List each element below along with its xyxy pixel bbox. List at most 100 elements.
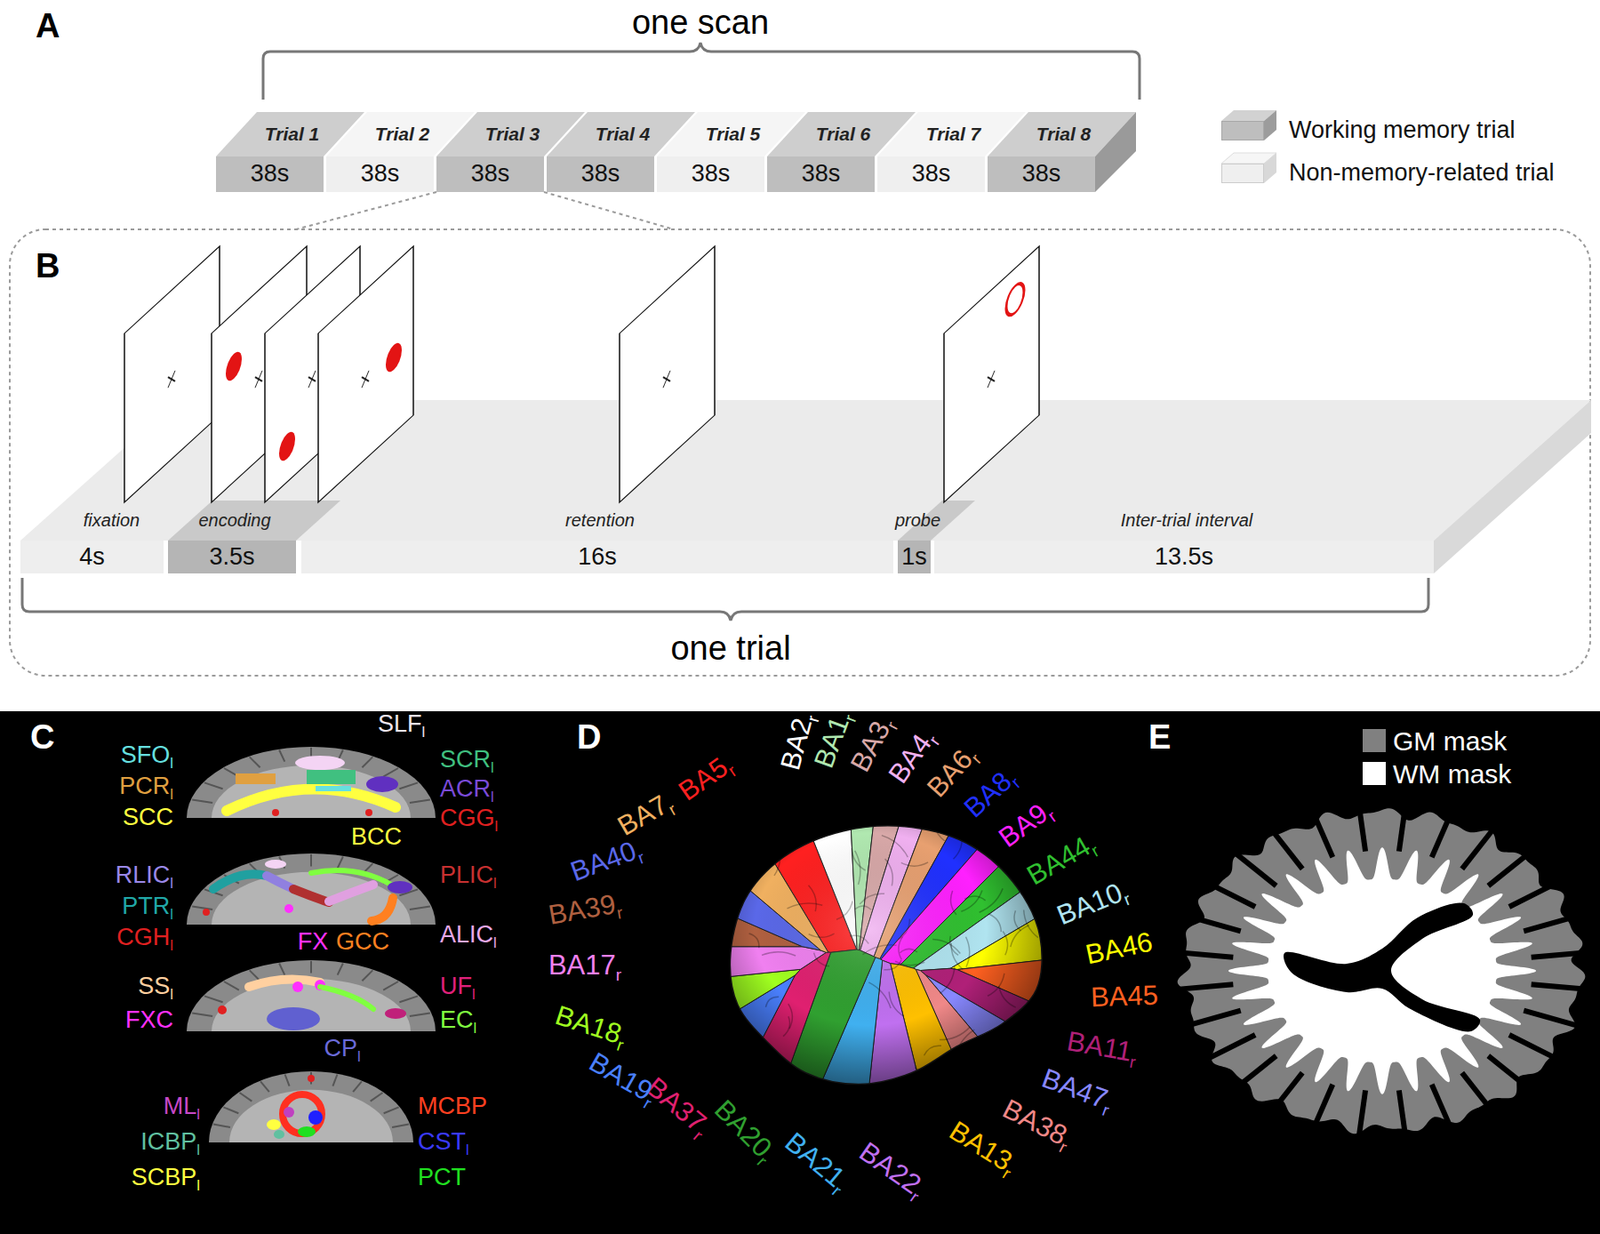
tract [308, 1110, 323, 1125]
label-group: GCC [336, 928, 390, 956]
phase-block: probe1s [897, 540, 931, 574]
sulcus [399, 782, 418, 789]
zoom-line [296, 192, 437, 230]
brodmann-label: BA47 [1038, 1062, 1112, 1115]
block-heading: Trial 4 [595, 123, 650, 144]
duration-label: 38s [581, 160, 621, 188]
fixation-cross [663, 370, 671, 388]
white-matter [211, 978, 411, 1032]
legend-swatch [1362, 728, 1386, 752]
label-group: CGGl [440, 805, 498, 832]
panel-letter: E [1148, 718, 1171, 756]
sulcus-gap [1312, 1084, 1333, 1129]
label-group: BA10r [1052, 875, 1132, 931]
label-group: BA18r [552, 1000, 632, 1052]
gyrus-fold [952, 1060, 971, 1067]
block-heading: Trial 3 [485, 123, 540, 144]
tract-label: SCR [440, 745, 491, 773]
scan-bracket [263, 42, 1140, 100]
block-heading: fixation [83, 510, 140, 530]
fixation-cross [255, 370, 263, 388]
tract [297, 1126, 316, 1137]
subscript: l [169, 905, 174, 923]
label-group: BA20r [708, 1094, 782, 1168]
subscript: l [169, 874, 174, 892]
sulcus [384, 1106, 400, 1113]
gyrus-fold [757, 1069, 784, 1081]
sulcus-gap [1399, 1089, 1406, 1137]
sulcus [213, 1124, 231, 1128]
sulcus [223, 1106, 239, 1113]
brain-shading [729, 825, 1042, 1085]
brodmann-label: BA7 [612, 788, 673, 842]
legend-swatch [1221, 163, 1264, 184]
swatch-side-face [1264, 110, 1277, 141]
subscript: r [616, 965, 622, 984]
trial-block: Trial 338s [436, 156, 544, 192]
tract-label: MCBP [417, 1092, 488, 1120]
tract [266, 1007, 320, 1031]
subscript: l [490, 759, 495, 776]
cortex [186, 746, 436, 818]
sulcus [399, 995, 418, 1002]
block-heading: encoding [198, 510, 271, 530]
sulcus [204, 995, 224, 1002]
sulcus-gap [1205, 1034, 1256, 1060]
fixation-cross [361, 370, 369, 388]
label-group: A [35, 8, 60, 46]
swatch-side-face [1264, 152, 1277, 184]
gyrus-fold [1003, 1048, 1039, 1053]
label-group: one scan [632, 4, 769, 42]
label-group: ICBPl [140, 1128, 200, 1156]
label-group: PTRl [121, 893, 174, 920]
tract-label: SCC [122, 803, 174, 831]
fixation-cross [168, 370, 176, 388]
brain-slice [208, 1071, 414, 1143]
tract-label: RLIC [115, 861, 171, 888]
tract [295, 755, 345, 770]
sulcus [370, 1092, 384, 1102]
screen-frame [318, 246, 414, 503]
brodmann-label: BA2 [774, 714, 818, 774]
tract [284, 904, 294, 913]
block-heading: Trial 5 [705, 123, 760, 144]
tract [328, 884, 374, 902]
sulcus [192, 800, 213, 804]
label-group: BA5r [673, 748, 739, 807]
brodmann-label: BA18 [552, 999, 626, 1050]
tract [384, 1008, 407, 1019]
sulcus [239, 1092, 252, 1102]
label-group: one trial [670, 630, 791, 668]
block-heading: Trial 8 [1036, 123, 1091, 144]
tract [283, 1106, 295, 1118]
label-group: SCC [122, 804, 174, 832]
subscript: l [472, 985, 476, 1003]
panel-letter: C [30, 718, 55, 756]
timeline-side-face [1433, 400, 1592, 574]
phase-block: Inter-trial interval13.5s [934, 540, 1434, 574]
trial-bracket [22, 577, 1429, 621]
gyrus-fold [996, 1064, 1013, 1081]
duration-label: 38s [1022, 160, 1062, 188]
sulcus [409, 800, 431, 804]
legend-text: WM mask [1392, 759, 1512, 789]
duration-label: 38s [912, 160, 952, 188]
duration-label: 38s [801, 160, 841, 188]
tract [311, 870, 392, 885]
label-group: D [576, 719, 601, 757]
gyrus-fold [975, 1056, 1000, 1078]
block-heading: retention [565, 510, 635, 530]
sulcus-gap [1523, 915, 1580, 932]
sulcus-gap [1399, 804, 1406, 852]
gyrus-fold [733, 813, 749, 827]
sulcus [279, 962, 285, 975]
trial-block: Trial 838s [987, 156, 1096, 192]
duration-label: 38s [250, 160, 290, 188]
sulcus-gap [1174, 984, 1233, 990]
sulcus-gap [1184, 1010, 1241, 1027]
tract-label: ALIC [440, 920, 494, 948]
tract-label: PCT [417, 1163, 466, 1191]
subscript: l [169, 785, 174, 803]
label-group: FXC [125, 1007, 174, 1034]
sulcus [352, 1080, 362, 1092]
